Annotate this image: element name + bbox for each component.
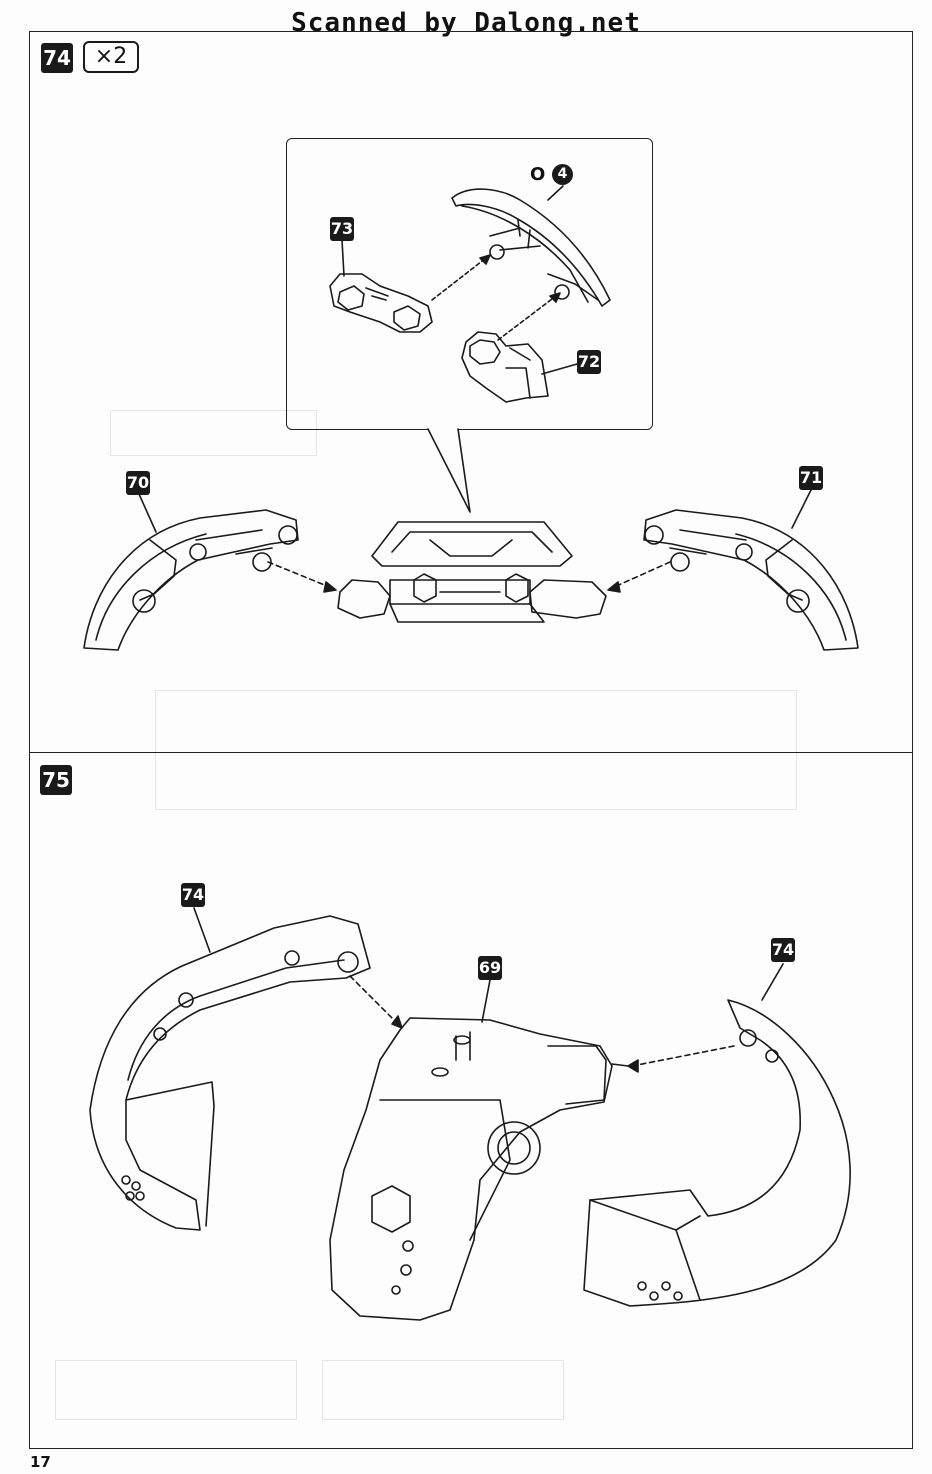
step74-leaders	[138, 489, 812, 533]
step75-arrows	[349, 975, 735, 1067]
scan-watermark: Scanned by Dalong.net	[291, 8, 641, 38]
part-label-70: 70	[126, 471, 150, 495]
callout-pointer	[427, 428, 471, 513]
detail-callout-box	[286, 138, 653, 430]
step74-arrow-heads	[323, 581, 621, 593]
step-75-number: 75	[40, 765, 72, 795]
step-74-multiplier: ×2	[83, 41, 139, 73]
bleed-through-block	[55, 1360, 297, 1420]
page-number: 17	[30, 1453, 51, 1471]
page-frame	[29, 31, 913, 1449]
pin-open-circle: O	[530, 164, 546, 185]
part-73-hex-joint	[329, 273, 433, 333]
pin-count-badge: 4	[552, 164, 573, 185]
arrow-heads	[479, 254, 561, 303]
leader-lines	[341, 185, 578, 375]
part-74-right-shell	[583, 999, 851, 1307]
part-label-73: 73	[330, 217, 354, 241]
bleed-through-block	[110, 410, 317, 456]
part-label-74-right: 74	[771, 938, 795, 962]
part-label-69: 69	[478, 956, 502, 980]
step75-leaders	[193, 907, 784, 1023]
part-label-74-left: 74	[181, 883, 205, 907]
assembly-arrows	[431, 257, 557, 341]
step74-arrows	[267, 561, 671, 589]
center-core-frame	[337, 521, 607, 623]
pin-count-label: 4	[557, 166, 568, 182]
part-4-curved-plate	[451, 188, 611, 307]
part-69-body	[329, 1017, 629, 1321]
bleed-through-block	[322, 1360, 564, 1420]
part-71-right-arc	[643, 509, 859, 651]
part-label-72: 72	[577, 350, 601, 374]
part-label-71: 71	[799, 466, 823, 490]
part-72-hex-block	[461, 331, 549, 403]
section-divider	[29, 752, 913, 753]
bleed-through-block	[155, 690, 797, 810]
step-74-number: 74	[41, 43, 73, 73]
part-74-left-shell	[89, 915, 371, 1231]
part-70-left-arc	[83, 509, 299, 651]
step75-arrow-heads	[391, 1015, 639, 1073]
